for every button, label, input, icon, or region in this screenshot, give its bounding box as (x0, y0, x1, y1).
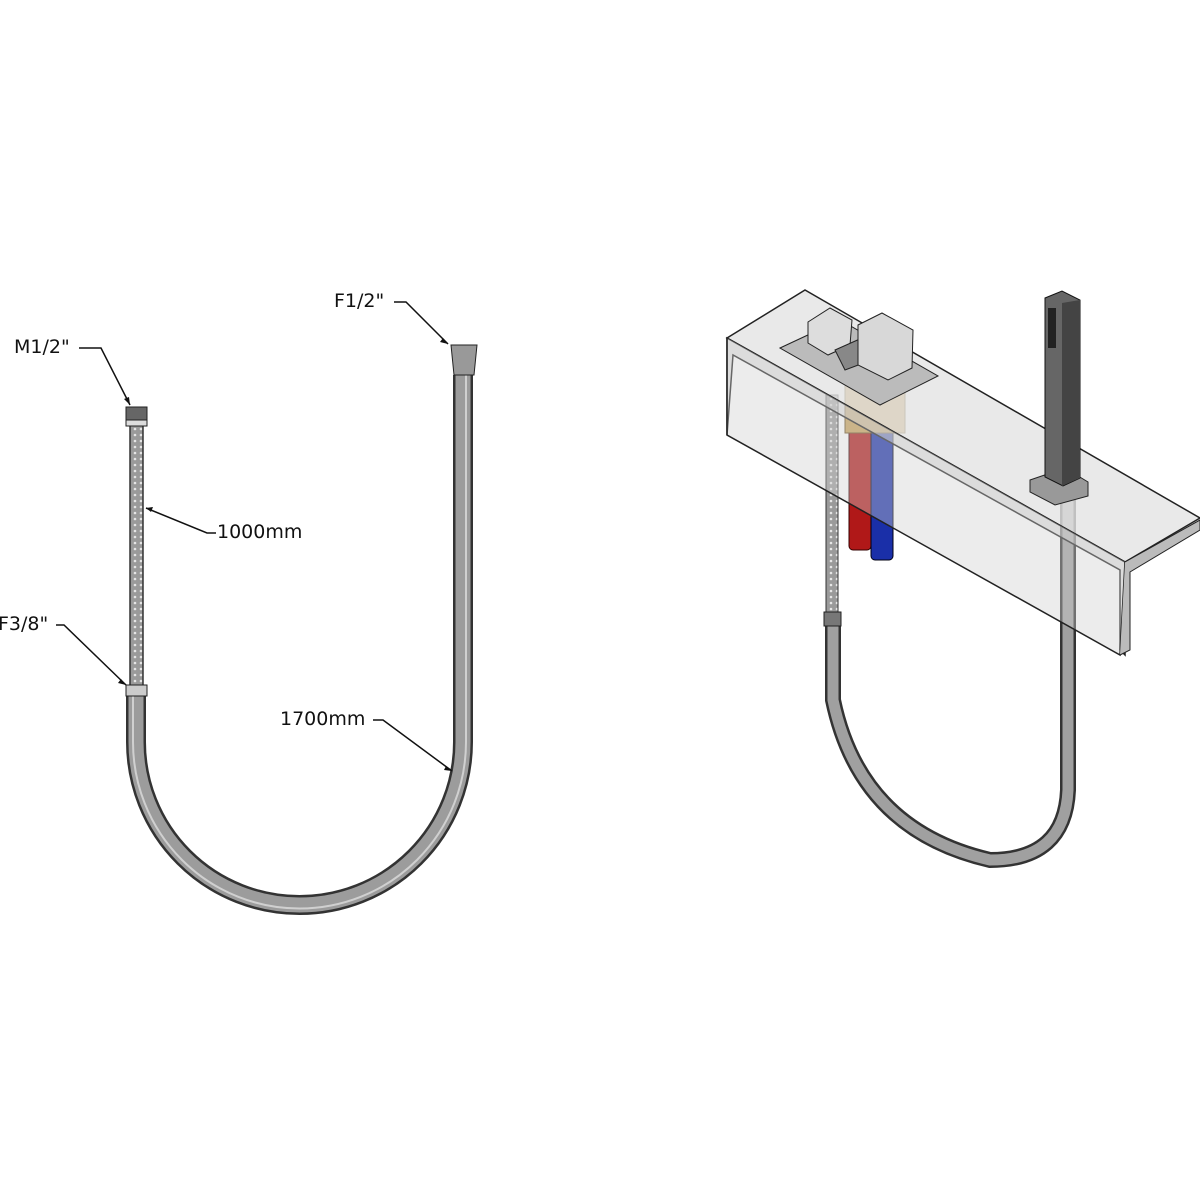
braided-hose (129, 424, 144, 688)
shower-hose (128, 375, 471, 913)
label-f12-fitting: F1/2" (334, 290, 385, 312)
label-m12-fitting: M1/2" (14, 336, 70, 358)
m12-fitting (125, 406, 148, 422)
f12-cone-fitting (450, 344, 478, 376)
installed-assembly (725, 289, 1200, 869)
shower-hose-outline (126, 375, 473, 915)
label-1000mm: 1000mm (217, 521, 303, 543)
hose-set-left (56, 301, 478, 915)
label-f38-fitting: F3/8" (0, 613, 49, 635)
f38-fitting (125, 684, 148, 697)
label-1700mm: 1700mm (280, 708, 366, 730)
mixer-body (857, 312, 914, 381)
